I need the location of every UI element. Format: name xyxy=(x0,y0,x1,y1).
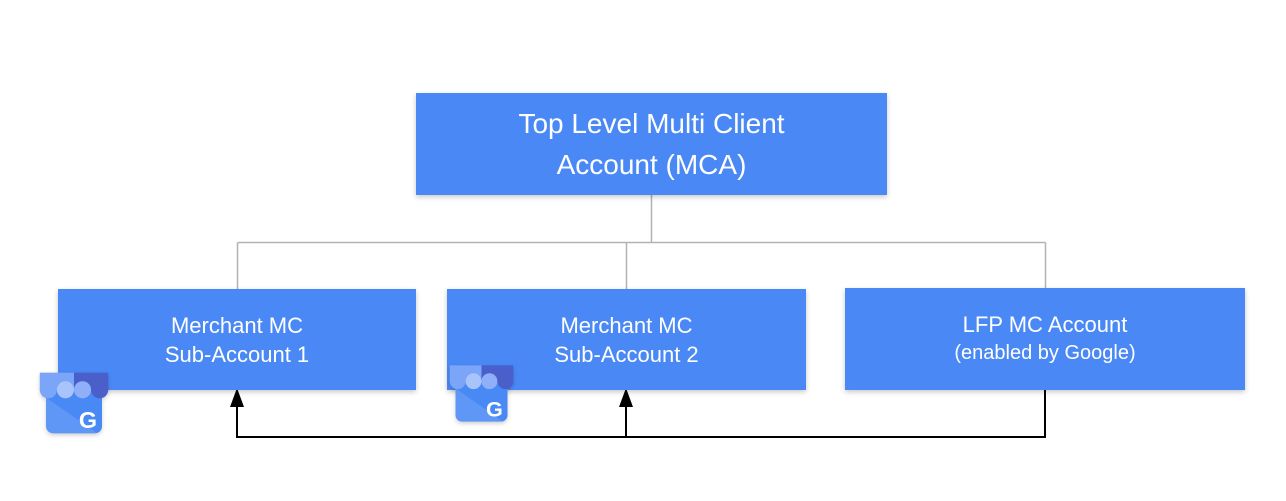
google-my-business-icon: G xyxy=(39,372,109,434)
node-label-line1: Merchant MC xyxy=(560,312,693,338)
arrowhead-up-sub1 xyxy=(230,388,244,407)
arrowhead-up-sub2 xyxy=(619,388,633,407)
feedback-arrow-path xyxy=(236,390,1046,438)
node-lfp-mc-account: LFP MC Account (enabled by Google) xyxy=(845,288,1245,390)
node-label-line2: Sub-Account 1 xyxy=(164,341,310,367)
node-label-line1: LFP MC Account xyxy=(962,312,1128,337)
node-label-line2: Account (MCA) xyxy=(556,149,747,180)
icon-letter-g: G xyxy=(79,407,97,433)
node-merchant-sub-account-1: Merchant MC Sub-Account 1 xyxy=(58,289,416,390)
node-top-level-mca: Top Level Multi Client Account (MCA) xyxy=(416,93,887,195)
tree-connector-lines xyxy=(236,195,1047,289)
node-label-line2: Sub-Account 2 xyxy=(554,341,699,367)
node-label-line1: Top Level Multi Client xyxy=(518,108,785,139)
google-my-business-icon: G xyxy=(449,365,514,422)
node-label-line2: (enabled by Google) xyxy=(954,342,1136,364)
node-label-line1: Merchant MC xyxy=(170,312,304,338)
icon-letter-g: G xyxy=(486,397,503,422)
